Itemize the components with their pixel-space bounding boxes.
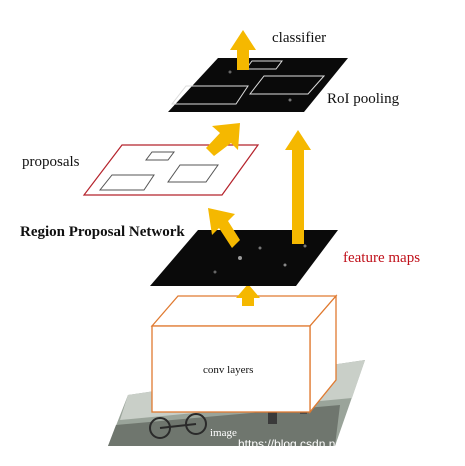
rpn-label: Region Proposal Network [20, 224, 185, 240]
roi-pooling-label: RoI pooling [327, 91, 400, 107]
feature-maps-plane: feature maps [150, 230, 420, 286]
proposals-plane: proposals [22, 144, 260, 196]
conv-layers-box: conv layers [150, 294, 338, 414]
arrow-roi-to-classifier [230, 30, 256, 70]
feature-maps-label: feature maps [343, 250, 420, 266]
watermark: https://blog.csdn.net/u014248127 [238, 437, 416, 451]
arrow-feature-maps-to-roi-pooling [285, 130, 311, 244]
arrow-feature-maps-to-proposals [208, 208, 240, 248]
proposals-label: proposals [22, 154, 80, 170]
arrow-conv-to-feature-maps [236, 284, 260, 306]
arrow-proposals-to-roi-pooling [206, 123, 240, 156]
image-label: image [210, 427, 237, 439]
conv-layers-label: conv layers [203, 364, 253, 376]
roi-pooling-plane: RoI pooling [168, 58, 400, 112]
classifier-label: classifier [272, 30, 326, 46]
